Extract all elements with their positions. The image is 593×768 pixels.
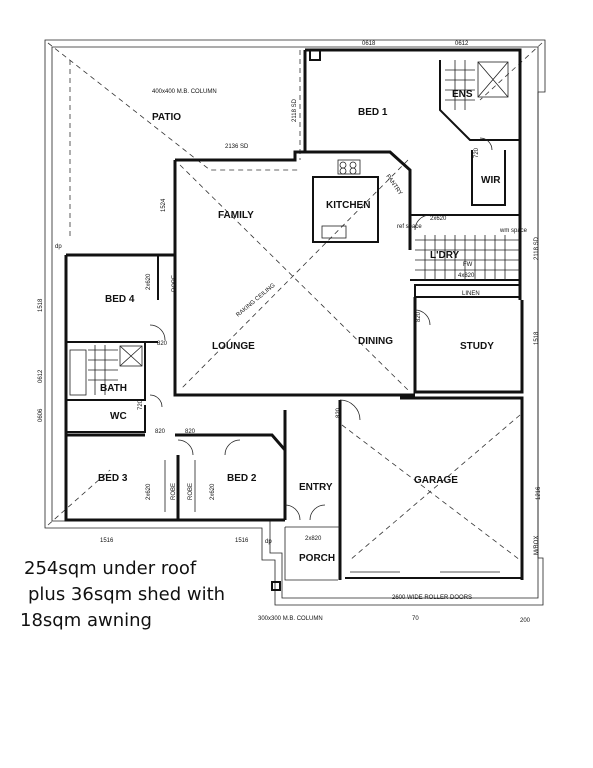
tile-grid-ensuite xyxy=(445,60,509,110)
tile-grid-bath xyxy=(88,345,118,395)
dim-200: 200 xyxy=(520,618,531,624)
label-bath: BATH xyxy=(100,383,127,394)
dim-4x820: 4x820 xyxy=(458,273,475,279)
dim-2118-sd-top: 2118 SD xyxy=(292,98,298,122)
dim-1518-left: 1518 xyxy=(38,298,44,312)
dim-2x620-bed3: 2x620 xyxy=(146,483,152,500)
dim-1516-right: 1516 xyxy=(235,538,249,544)
dim-1524: 1524 xyxy=(161,198,167,212)
dim-820-bed2: 820 xyxy=(185,429,196,435)
label-family: FAMILY xyxy=(218,210,254,221)
dim-820-study: 820 xyxy=(416,311,422,322)
dim-0618-top: 0618 xyxy=(362,41,376,47)
caption-line-2: plus 36sqm shed with xyxy=(28,584,226,605)
note-mb-column-bottom: 300x300 M.B. COLUMN xyxy=(258,616,323,622)
dim-2x620-bed2: 2x620 xyxy=(210,483,216,500)
dim-70: 70 xyxy=(412,616,419,622)
label-wir: WIR xyxy=(481,175,501,186)
tile-grid-laundry xyxy=(415,235,520,280)
note-mbox: M/BOX xyxy=(534,536,540,555)
note-mb-column-top: 400x400 M.B. COLUMN xyxy=(152,89,217,95)
note-wm-space: wm space xyxy=(499,228,528,234)
dim-0612-top: 0612 xyxy=(455,41,469,47)
label-entry: ENTRY xyxy=(299,482,333,493)
dim-2x620-bed4: 2x620 xyxy=(146,273,152,290)
note-ref-space: ref space xyxy=(397,224,422,230)
walls xyxy=(64,48,524,591)
label-ens: ENS xyxy=(452,89,473,100)
label-ldry: L'DRY xyxy=(430,250,460,261)
dim-1516-left: 1516 xyxy=(100,538,114,544)
note-dp-left: dp xyxy=(55,244,62,250)
label-patio: PATIO xyxy=(152,112,181,123)
label-linen: LINEN xyxy=(462,291,480,297)
dim-2136-sd: 2136 SD xyxy=(225,144,249,150)
label-bed2: BED 2 xyxy=(227,473,257,484)
note-raking-ceiling: RAKING CEILING xyxy=(235,282,276,318)
label-wc: WC xyxy=(110,411,127,422)
label-kitchen: KITCHEN xyxy=(326,200,370,211)
dim-2118-sd-right: 2118 SD xyxy=(534,236,540,260)
label-robe-bed3: ROBE xyxy=(171,483,177,500)
dim-820-bed3: 820 xyxy=(155,429,166,435)
label-porch: PORCH xyxy=(299,553,335,564)
note-dp-bottom: dp xyxy=(265,539,272,545)
label-dining: DINING xyxy=(358,336,393,347)
dim-2x820: 2x820 xyxy=(305,536,322,542)
dim-0612-left: 0612 xyxy=(38,369,44,383)
label-bed3: BED 3 xyxy=(98,473,128,484)
dim-820-bed4: 820 xyxy=(157,341,168,347)
label-bed4: BED 4 xyxy=(105,294,135,305)
dim-820-entry: 820 xyxy=(336,407,342,418)
dim-0606: 0606 xyxy=(38,408,44,422)
label-garage: GARAGE xyxy=(414,475,458,486)
caption-line-1: 254sqm under roof xyxy=(24,558,197,579)
caption-line-3: 18sqm awning xyxy=(20,610,152,631)
dim-720-wc: 720 xyxy=(138,399,144,410)
door-swings xyxy=(149,137,493,521)
label-robe-bed2: ROBE xyxy=(188,483,194,500)
roof-ridge-lines xyxy=(47,42,543,561)
label-study: STUDY xyxy=(460,341,494,352)
note-fw: FW xyxy=(463,262,473,268)
dim-720-ens: 720 xyxy=(474,147,480,158)
label-pantry: PANTRY xyxy=(384,174,403,197)
dim-2x620: 2x620 xyxy=(430,216,447,222)
dim-1216: 1216 xyxy=(536,486,542,500)
label-robe-bed4: ROBE xyxy=(172,275,178,292)
label-lounge: LOUNGE xyxy=(212,341,255,352)
note-roller-doors: 2600 WIDE ROLLER DOORS xyxy=(392,595,472,601)
dim-1518-right: 1518 xyxy=(534,331,540,345)
area-caption: 254sqm under roof plus 36sqm shed with 1… xyxy=(20,556,320,634)
label-bed1: BED 1 xyxy=(358,107,388,118)
